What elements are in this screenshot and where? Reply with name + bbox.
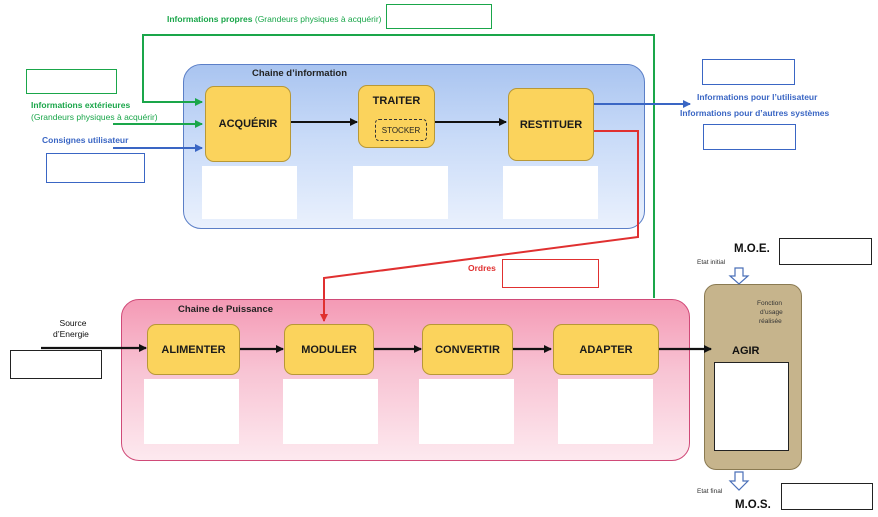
initial-state-label: Etat initial	[697, 259, 726, 266]
alimenter-answer-box[interactable]	[144, 379, 239, 444]
traiter-block: TRAITER	[358, 85, 435, 148]
external-information-subtitle: (Grandeurs physiques à acquérir)	[31, 112, 158, 122]
convertir-block: CONVERTIR	[422, 324, 513, 375]
other-systems-answer-box[interactable]	[703, 124, 796, 150]
orders-label: Ordres	[468, 263, 496, 273]
moduler-answer-box[interactable]	[283, 379, 378, 444]
final-state-arrow	[728, 471, 750, 491]
energy-source-answer-box[interactable]	[10, 350, 102, 379]
user-setpoint-answer-box[interactable]	[46, 153, 145, 183]
mos-label: M.O.S.	[735, 499, 771, 511]
energy-source-line2: d’Energie	[53, 329, 89, 339]
adapter-answer-box[interactable]	[558, 379, 653, 444]
user-information-label: Informations pour l’utilisateur	[697, 92, 818, 102]
final-state-label: Etat final	[697, 488, 723, 495]
restituer-block: RESTITUER	[508, 88, 594, 161]
own-information-subtitle: (Grandeurs physiques à acquérir)	[254, 14, 382, 24]
external-information-title: Informations extérieures	[31, 100, 131, 110]
user-information-answer-box[interactable]	[702, 59, 795, 85]
orders-line	[320, 130, 639, 322]
mos-answer-box[interactable]	[781, 483, 873, 510]
external-information-answer-box[interactable]	[26, 69, 117, 94]
usage-function-line3: réalisée	[759, 318, 782, 325]
own-information-label: Informations propres (Grandeurs physique…	[167, 14, 381, 24]
moduler-block: MODULER	[284, 324, 374, 375]
convertir-answer-box[interactable]	[419, 379, 514, 444]
moe-answer-box[interactable]	[779, 238, 872, 265]
orders-answer-box[interactable]	[502, 259, 599, 288]
usage-function-line1: Fonction	[757, 300, 782, 307]
agir-answer-box[interactable]	[714, 362, 789, 451]
initial-state-arrow	[728, 267, 750, 285]
acquerir-answer-box[interactable]	[202, 166, 297, 219]
adapter-block: ADAPTER	[553, 324, 659, 375]
energy-source-line1: Source	[59, 318, 87, 328]
own-information-answer-box[interactable]	[386, 4, 492, 29]
other-systems-information-label: Informations pour d’autres systèmes	[680, 108, 830, 118]
moe-label: M.O.E.	[734, 243, 770, 255]
information-chain-title: Chaine d’information	[252, 68, 347, 79]
power-chain-title: Chaine de Puissance	[178, 304, 274, 315]
stocker-block: STOCKER	[375, 119, 427, 141]
traiter-label: TRAITER	[372, 95, 421, 107]
usage-function-line2: d’usage	[760, 309, 783, 316]
own-information-title: Informations propres	[167, 14, 253, 24]
restituer-answer-box[interactable]	[503, 166, 598, 219]
alimenter-block: ALIMENTER	[147, 324, 240, 375]
agir-label: AGIR	[732, 345, 760, 357]
acquerir-block: ACQUÉRIR	[205, 86, 291, 162]
user-setpoint-label: Consignes utilisateur	[42, 135, 129, 145]
own-information-line	[142, 34, 655, 298]
traiter-answer-box[interactable]	[353, 166, 448, 219]
